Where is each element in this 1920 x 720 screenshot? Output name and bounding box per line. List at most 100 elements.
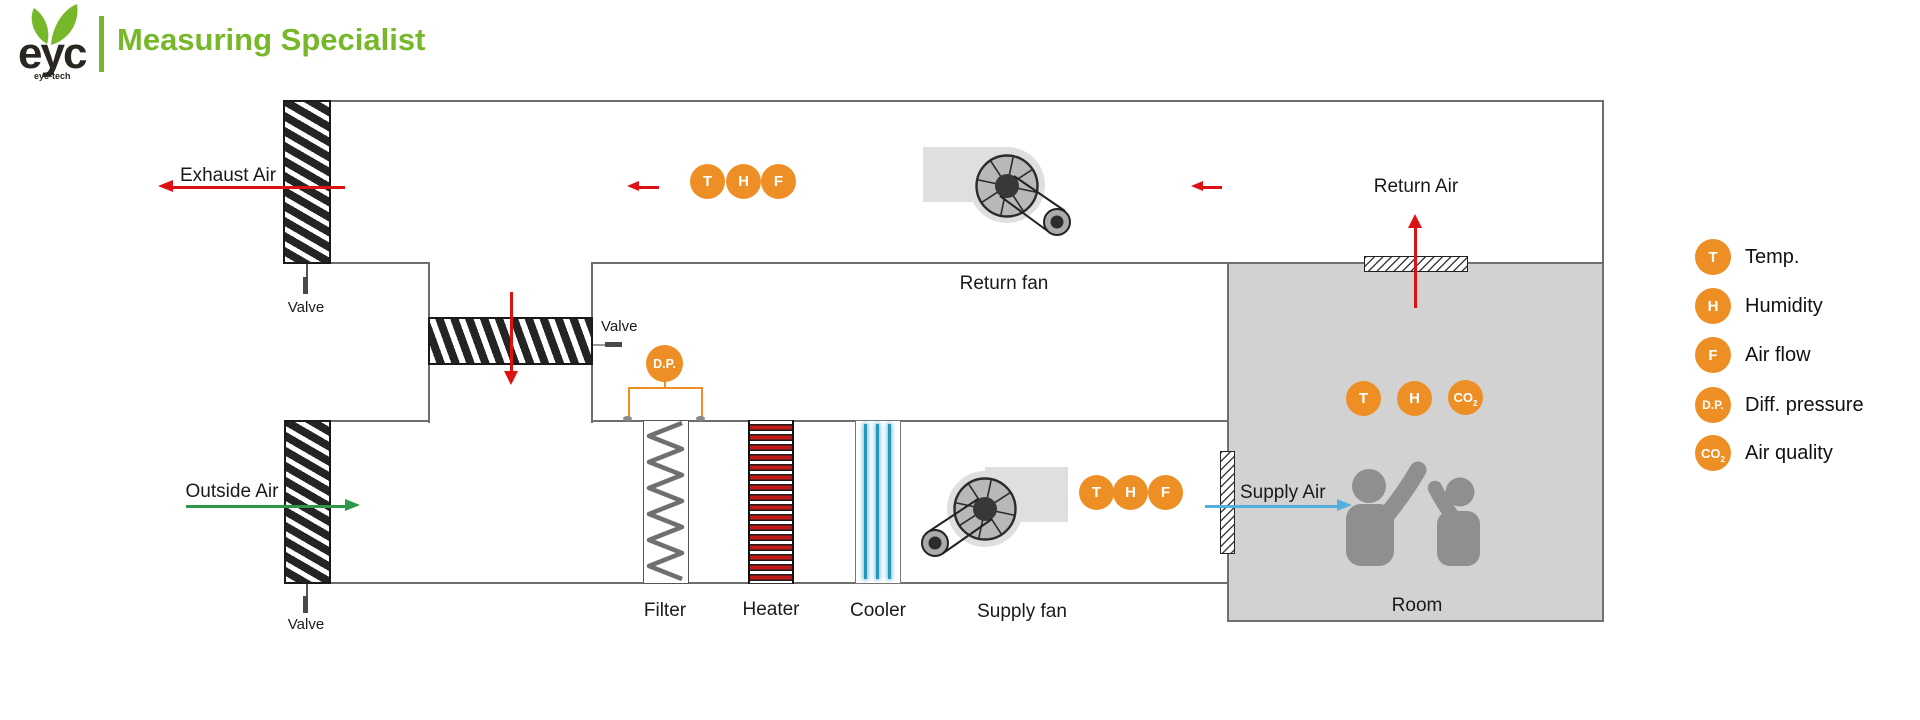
- return-flow-arrowhead-right-icon: [1191, 181, 1203, 191]
- filter-component: [643, 420, 689, 584]
- supply-fan-hub: [973, 497, 997, 521]
- exhaust-valve-pointer: [306, 264, 308, 277]
- exhaust-valve-pointer-dash: [303, 277, 308, 294]
- legend-co2-label: Air quality: [1745, 441, 1833, 464]
- legend-item-temp: T Temp.: [1695, 239, 1799, 275]
- badge-letter: F: [773, 173, 784, 190]
- legend-humidity-label: Humidity: [1745, 294, 1823, 317]
- cooler-component: [855, 420, 901, 584]
- return-air-arrowhead-icon: [1408, 214, 1422, 228]
- exhaust-air-arrowhead-icon: [158, 180, 173, 192]
- company-logo: eyc eyc-tech: [18, 4, 89, 81]
- legend-item-airflow: F Air flow: [1695, 337, 1811, 373]
- page-title: Measuring Specialist: [117, 22, 426, 57]
- return-air-label: Return Air: [1373, 176, 1459, 197]
- temp-sensor-badge: T: [1079, 475, 1114, 510]
- logo-leaf-left-icon: [31, 8, 49, 44]
- person-right-head: [1445, 477, 1475, 507]
- dp-wire-stem: [664, 381, 666, 388]
- outside-air-arrowhead-icon: [345, 499, 360, 511]
- duct-line-top: [283, 100, 1604, 102]
- badge-subscript: 2: [1720, 455, 1725, 464]
- legend-dp-badge: D.P.: [1695, 387, 1731, 423]
- return-flow-arrow-left: [639, 186, 659, 189]
- cooler-coil-icon: [888, 424, 891, 579]
- supply-fan-spokes: [955, 479, 1015, 539]
- badge-letter: F: [1160, 484, 1171, 501]
- humidity-sensor-badge: H: [726, 164, 761, 199]
- people-icon: [1346, 461, 1480, 566]
- legend-temp-badge: T: [1695, 239, 1731, 275]
- heater-label: Heater: [742, 599, 800, 620]
- duct-line-upper-bottom-left: [283, 262, 430, 264]
- badge-letter: CO: [1453, 390, 1474, 405]
- supply-fan-belt: [941, 518, 993, 555]
- outside-valve-label: Valve: [287, 616, 325, 633]
- duct-line-lower-top-left: [284, 420, 430, 422]
- recirc-air-arrow: [510, 292, 513, 372]
- room-humidity-sensor-badge: H: [1397, 381, 1432, 416]
- return-flow-arrow-right: [1203, 186, 1222, 189]
- temp-sensor-badge: T: [690, 164, 725, 199]
- badge-letter: H: [1707, 297, 1719, 315]
- duct-line-right-upper: [1602, 100, 1604, 265]
- room-label: Room: [1391, 595, 1443, 616]
- logo-text: eyc: [18, 29, 87, 78]
- supply-air-arrow: [1205, 505, 1338, 508]
- room-area: [1227, 262, 1604, 622]
- recirc-valve-pointer-dash: [605, 342, 622, 347]
- heater-component: [748, 420, 794, 584]
- return-fan: [923, 147, 1071, 236]
- humidity-sensor-badge: H: [1113, 475, 1148, 510]
- recirc-valve-label: Valve: [601, 318, 638, 335]
- return-flow-arrowhead-left-icon: [627, 181, 639, 191]
- cooler-coil-icon: [864, 424, 867, 579]
- exhaust-air-arrow: [173, 186, 345, 189]
- supply-air-label: Supply Air: [1240, 482, 1326, 503]
- dp-wire-bar: [628, 387, 703, 389]
- badge-letter: D.P.: [653, 356, 676, 371]
- supply-fan: [921, 467, 1068, 557]
- brand-divider-bar: [99, 16, 104, 72]
- badge-letter: T: [1358, 390, 1369, 407]
- legend-airflow-label: Air flow: [1745, 343, 1811, 366]
- return-fan-hub: [995, 174, 1019, 198]
- person-right-body: [1437, 511, 1480, 566]
- dp-probe-left: [623, 416, 632, 421]
- supply-air-arrowhead-icon: [1337, 499, 1352, 511]
- filter-zigzag-icon: [646, 420, 685, 582]
- outside-air-valve: [284, 420, 331, 584]
- cooler-label: Cooler: [850, 600, 906, 621]
- return-fan-label: Return fan: [959, 273, 1049, 294]
- exhaust-air-label: Exhaust Air: [179, 165, 277, 186]
- dp-probe-right: [696, 416, 705, 421]
- supply-fan-label: Supply fan: [977, 601, 1067, 622]
- badge-letter: CO: [1701, 445, 1721, 461]
- person-left-arm: [1377, 461, 1427, 525]
- badge-letter: F: [1708, 346, 1718, 364]
- person-left-body: [1346, 504, 1394, 566]
- recirc-air-arrowhead-icon: [504, 371, 518, 385]
- legend-humidity-badge: H: [1695, 288, 1731, 324]
- duct-line-lower-top-right: [592, 420, 1228, 422]
- dp-wire-leg-right: [701, 388, 703, 419]
- badge-letter: D.P.: [1702, 398, 1724, 412]
- badge-subscript: 2: [1473, 399, 1478, 408]
- supply-air-grille: [1220, 451, 1235, 554]
- cooler-coil-icon: [876, 424, 879, 579]
- return-fan-belt: [999, 195, 1050, 233]
- legend-airflow-badge: F: [1695, 337, 1731, 373]
- badge-letter: H: [738, 173, 749, 190]
- exhaust-valve-label: Valve: [287, 299, 325, 316]
- exhaust-valve: [283, 100, 331, 264]
- room-temp-sensor-badge: T: [1346, 381, 1381, 416]
- return-air-arrow: [1414, 228, 1417, 308]
- legend-dp-label: Diff. pressure: [1745, 393, 1864, 416]
- return-fan-spokes: [977, 156, 1037, 216]
- diff-pressure-sensor-badge: D.P.: [646, 345, 683, 382]
- outside-valve-pointer-dash: [303, 596, 308, 613]
